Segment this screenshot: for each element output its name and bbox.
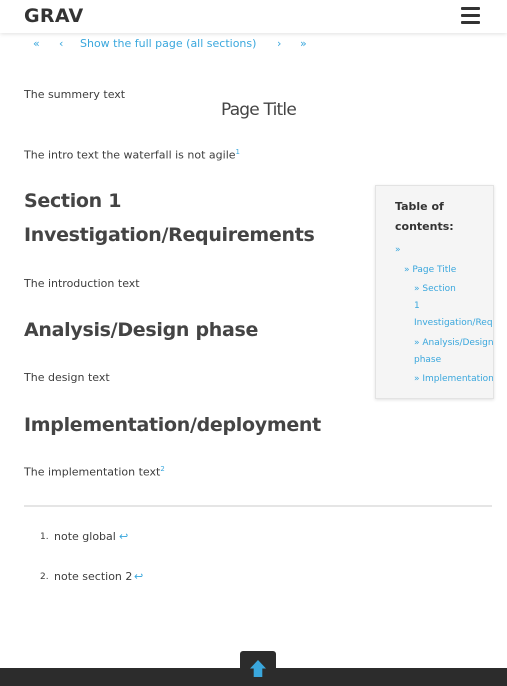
toc-page-title-link[interactable]: » Page Title (404, 265, 457, 275)
implementation-paragraph: The implementation text2 (24, 465, 165, 479)
intro-text: The intro text the waterfall is not agil… (24, 148, 236, 162)
back-to-top-button[interactable] (240, 651, 276, 686)
implementation-text: The implementation text (24, 465, 161, 479)
footnote-1-text: note global (54, 530, 116, 543)
footnotes-divider (24, 505, 492, 507)
site-logo[interactable]: GRAV (24, 5, 84, 27)
previous-page-link[interactable]: ‹ (59, 37, 64, 50)
page-title: Page Title (221, 100, 297, 120)
header: GRAV (0, 0, 507, 33)
last-page-link[interactable]: » (300, 37, 307, 50)
footnote-1-backlink-icon[interactable]: ↩ (119, 530, 129, 543)
first-page-link[interactable]: « (33, 37, 40, 50)
toc-section-2-link[interactable]: » Analysis/Design (414, 338, 494, 348)
footnote-2-number: 2. (40, 572, 49, 582)
introduction-text: The introduction text (24, 277, 140, 290)
arrow-up-icon (250, 660, 266, 677)
footnote-2-backlink-icon[interactable]: ↩ (134, 570, 144, 583)
toc-section-1-link-part-3[interactable]: Investigation/Requirements (414, 318, 493, 328)
intro-paragraph: The intro text the waterfall is not agil… (24, 148, 240, 162)
toc-section-1-link-part-2[interactable]: 1 (414, 301, 420, 311)
footnote-ref-1[interactable]: 1 (235, 148, 240, 156)
section-1-heading-line-2: Investigation/Requirements (24, 224, 315, 246)
next-page-link[interactable]: › (277, 37, 282, 50)
toc-section-1-link[interactable]: » Section (414, 284, 456, 294)
toc-root-link[interactable]: » (395, 245, 401, 255)
toc-title: Table of contents: (395, 200, 454, 233)
summary-text: The summery text (24, 88, 126, 101)
design-text: The design text (24, 371, 110, 384)
section-3-heading: Implementation/deployment (24, 414, 321, 436)
show-full-page-link[interactable]: Show the full page (all sections) (80, 37, 257, 50)
hamburger-menu-icon[interactable] (461, 7, 480, 25)
toc-section-3-link[interactable]: » Implementation/deployment (414, 374, 494, 384)
section-1-heading-line-1: Section 1 (24, 190, 122, 212)
toc-section-2-link-part-2[interactable]: phase (414, 355, 442, 365)
footnote-1-number: 1. (40, 532, 49, 542)
table-of-contents: Table of contents: » » Page Title » Sect… (375, 185, 494, 399)
footnote-2-text: note section 2 (54, 570, 133, 583)
footnote-ref-2[interactable]: 2 (160, 465, 165, 473)
section-2-heading: Analysis/Design phase (24, 319, 259, 341)
